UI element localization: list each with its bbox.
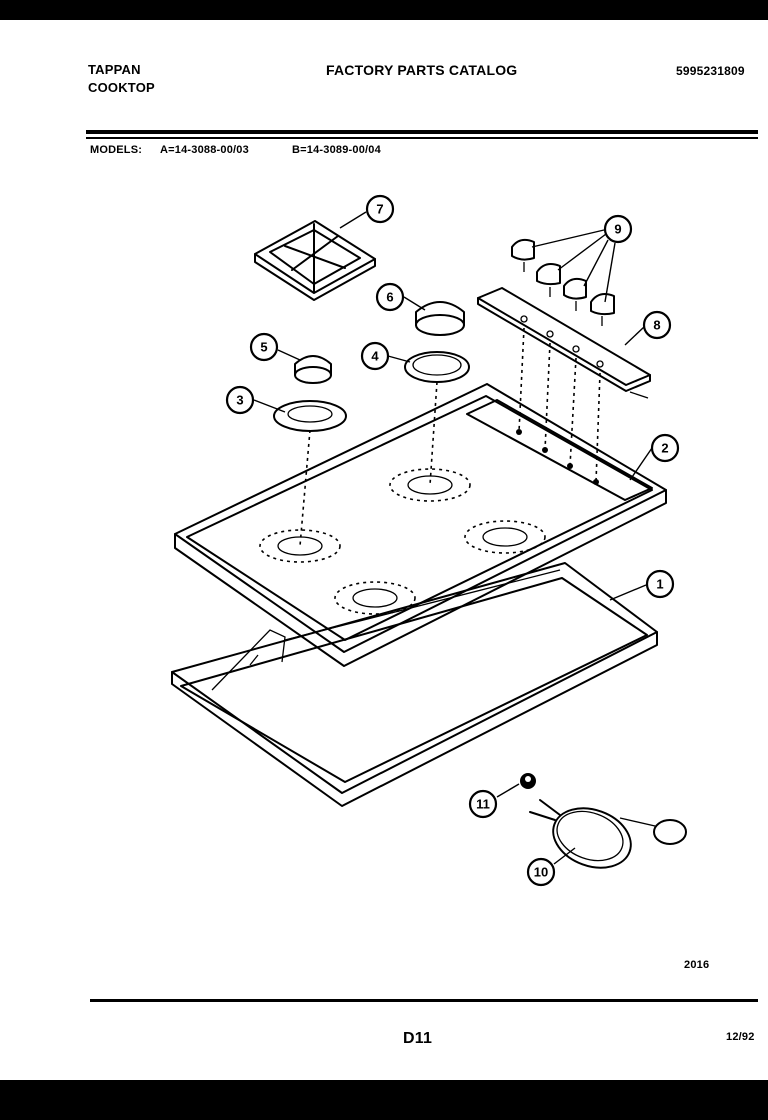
scan-border-bottom xyxy=(0,1080,768,1120)
burner-ring-large-part xyxy=(404,351,470,383)
callout-3: 3 xyxy=(225,385,255,415)
model-a: A=14-3088-00/03 xyxy=(160,144,249,156)
grate-part xyxy=(254,220,376,301)
callout-5: 5 xyxy=(249,332,279,362)
footer-rule xyxy=(90,999,758,1002)
control-knobs-part xyxy=(511,238,615,326)
model-b: B=14-3089-00/04 xyxy=(292,144,381,156)
leader-lines xyxy=(253,211,653,865)
callout-11: 11 xyxy=(468,789,498,819)
brand-name: TAPPAN xyxy=(88,62,141,77)
catalog-number: 5995231809 xyxy=(676,64,745,78)
main-top-part xyxy=(174,383,667,667)
callout-2-label: 2 xyxy=(661,441,668,456)
callout-2: 2 xyxy=(650,433,680,463)
callout-8-label: 8 xyxy=(653,318,660,333)
callout-4: 4 xyxy=(360,341,390,371)
page-date: 12/92 xyxy=(726,1031,755,1043)
callout-7-label: 7 xyxy=(376,202,383,217)
callout-11-label: 11 xyxy=(476,797,490,812)
burner-cap-large-part xyxy=(415,301,465,336)
callout-10-label: 10 xyxy=(534,865,548,880)
product-type: COOKTOP xyxy=(88,80,155,95)
diagram-code: 2016 xyxy=(684,959,710,971)
header-rule-thick xyxy=(86,130,758,134)
callout-8: 8 xyxy=(642,310,672,340)
callout-7: 7 xyxy=(365,194,395,224)
control-panel-part xyxy=(477,287,651,399)
callout-9-label: 9 xyxy=(614,222,621,237)
callout-4-label: 4 xyxy=(371,349,379,364)
callout-9: 9 xyxy=(603,214,633,244)
burner-cap-small-part xyxy=(294,355,332,384)
catalog-title: FACTORY PARTS CATALOG xyxy=(326,62,518,78)
models-label: MODELS: xyxy=(90,144,143,156)
callout-1: 1 xyxy=(645,569,675,599)
scan-border-top xyxy=(0,0,768,20)
burner-ring-small-part xyxy=(273,400,347,432)
callout-5-label: 5 xyxy=(260,340,267,355)
page-id: D11 xyxy=(403,1030,433,1047)
grommet-part xyxy=(520,773,536,789)
callout-6-cap: 6 xyxy=(375,282,405,312)
header-rule-thin xyxy=(86,137,758,139)
burner-box-part xyxy=(171,562,658,807)
callout-3-label: 3 xyxy=(236,393,243,408)
assembly-lines xyxy=(299,327,601,547)
callout-10: 10 xyxy=(526,857,556,887)
callout-6-cap-label: 6 xyxy=(386,290,393,305)
callout-1-label: 1 xyxy=(656,577,663,592)
wire-harness-part xyxy=(529,799,687,869)
